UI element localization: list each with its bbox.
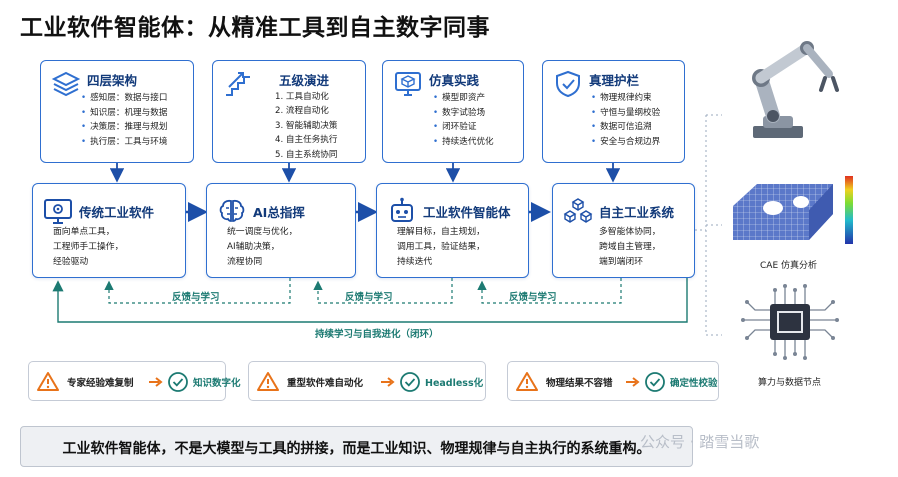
card-five-level-evolution: 五级演进 1. 工具自动化 2. 流程自动化 3. 智能辅助决策 4. 自主任务…: [212, 60, 366, 163]
page-title: 工业软件智能体：从精准工具到自主数字同事: [20, 15, 490, 41]
card-title: 仿真实践: [429, 73, 480, 88]
card-title: 四层架构: [87, 73, 138, 88]
arrow-right-icon: [149, 377, 163, 387]
stage-ai-commander: AI总指挥 统一调度与优化， AI辅助决策， 流程协同: [206, 183, 356, 278]
shield-check-icon: [556, 70, 580, 98]
check-circle-icon: [645, 372, 665, 392]
brain-icon: [219, 199, 245, 222]
challenge-pill: 重型软件难自动化 Headless化: [248, 361, 486, 401]
stage-line: 持续迭代: [397, 257, 433, 267]
list-item: 守恒与量纲校验: [591, 106, 660, 121]
closed-loop-label: 持续学习与自我进化（闭环）: [315, 329, 439, 340]
list-item: 模型即资产: [433, 91, 494, 106]
stage-line: 经验驱动: [53, 257, 89, 267]
robot-icon: [391, 197, 413, 222]
list-item: 5. 自主系统协同: [275, 149, 338, 160]
solution-text: Headless化: [425, 378, 484, 389]
list-item: 1. 工具自动化: [275, 92, 329, 102]
arrow-right-icon: [626, 377, 640, 387]
warning-icon: [516, 372, 538, 391]
check-circle-icon: [168, 372, 188, 392]
warning-icon: [257, 372, 279, 391]
robot-arm-illustration: [752, 41, 839, 138]
challenge-pill: 专家经验难复制 知识数字化: [28, 361, 241, 401]
chip-caption: 算力与数据节点: [758, 378, 822, 388]
card-title: 真理护栏: [589, 73, 640, 88]
side-bracket: [695, 114, 722, 336]
summary-banner: 工业软件智能体，不是大模型与工具的拼接，而是工业知识、物理规律与自主执行的系统重…: [20, 426, 693, 467]
arrow-right-icon: [381, 377, 395, 387]
warning-icon: [37, 372, 59, 391]
card-truth-guardrails: 真理护栏 物理规律约束 守恒与量纲校验 数据可信追溯 安全与合规边界: [542, 60, 685, 163]
list-item: 3. 智能辅助决策: [275, 120, 338, 131]
chip-illustration: [741, 284, 839, 360]
feedback-loop: [313, 278, 453, 304]
software-gear-icon: [44, 199, 72, 224]
cubes-network-icon: [563, 198, 593, 223]
list-item: 感知层：数据与接口: [81, 91, 167, 106]
feedback-loop: [477, 278, 622, 304]
list-item: 安全与合规边界: [591, 135, 660, 150]
feedback-loop: [104, 278, 291, 304]
stage-line: 工程师手工操作，: [53, 242, 124, 252]
stage-line: 端到端闭环: [599, 257, 643, 267]
stage-line: 理解目标，自主规划，: [397, 227, 485, 237]
closed-loop-line: [52, 260, 688, 323]
list-item: 闭环验证: [433, 120, 494, 135]
stage-line: 流程协同: [227, 257, 263, 267]
list-item: 2. 流程自动化: [275, 106, 329, 117]
list-item: 决策层：推理与规划: [81, 120, 167, 135]
feedback-label: 反馈与学习: [509, 292, 557, 303]
check-circle-icon: [400, 372, 420, 392]
stage-title: AI总指挥: [253, 205, 305, 220]
stage-title: 自主工业系统: [599, 205, 675, 220]
card-title: 五级演进: [279, 73, 330, 88]
list-item: 物理规律约束: [591, 91, 660, 106]
challenge-pill: 物理结果不容错 确定性校验: [507, 361, 719, 401]
stage-line: 跨域自主管理，: [599, 242, 661, 252]
stage-autonomous-system: 自主工业系统 多智能体协同， 跨域自主管理， 端到端闭环: [552, 183, 695, 278]
stage-line: 调用工具，验证结果，: [397, 242, 485, 252]
list-item: 持续迭代优化: [433, 135, 494, 150]
card-four-layer-architecture: 四层架构 感知层：数据与接口 知识层：机理与数据 决策层：推理与规划 执行层：工…: [40, 60, 194, 163]
challenge-text: 重型软件难自动化: [287, 378, 364, 389]
cae-caption: CAE 仿真分析: [760, 261, 817, 271]
stage-industrial-agent: 工业软件智能体 理解目标，自主规划， 调用工具，验证结果， 持续迭代: [376, 183, 529, 278]
list-item: 数据可信追溯: [591, 120, 660, 135]
stage-line: 面向单点工具，: [53, 227, 115, 237]
challenge-text: 物理结果不容错: [546, 378, 613, 389]
stairs-growth-icon: [226, 72, 250, 96]
watermark: 公众号 · 踏雪当歌: [640, 433, 760, 451]
summary-text: 工业软件智能体，不是大模型与工具的拼接，而是工业知识、物理规律与自主执行的系统重…: [62, 441, 651, 457]
list-item: 知识层：机理与数据: [81, 106, 167, 121]
feedback-label: 反馈与学习: [172, 292, 220, 303]
list-item: 数字试验场: [433, 106, 494, 121]
stage-title: 传统工业软件: [79, 205, 155, 220]
stage-line: 多智能体协同，: [599, 227, 661, 237]
challenge-text: 专家经验难复制: [67, 378, 134, 389]
simulation-monitor-icon: [395, 72, 421, 96]
cae-mesh-illustration: [733, 176, 853, 244]
list-item: 执行层：工具与环境: [81, 135, 167, 150]
stage-title: 工业软件智能体: [423, 205, 511, 220]
stage-traditional-software: 传统工业软件 面向单点工具， 工程师手工操作， 经验驱动: [32, 183, 186, 278]
card-simulation-practice: 仿真实践 模型即资产 数字试验场 闭环验证 持续迭代优化: [382, 60, 524, 163]
list-item: 4. 自主任务执行: [275, 135, 338, 146]
stage-line: AI辅助决策，: [227, 242, 280, 252]
solution-text: 知识数字化: [193, 378, 241, 389]
feedback-label: 反馈与学习: [345, 292, 393, 303]
layers-icon: [51, 71, 81, 97]
stage-line: 统一调度与优化，: [227, 227, 298, 237]
solution-text: 确定性校验: [670, 378, 718, 389]
